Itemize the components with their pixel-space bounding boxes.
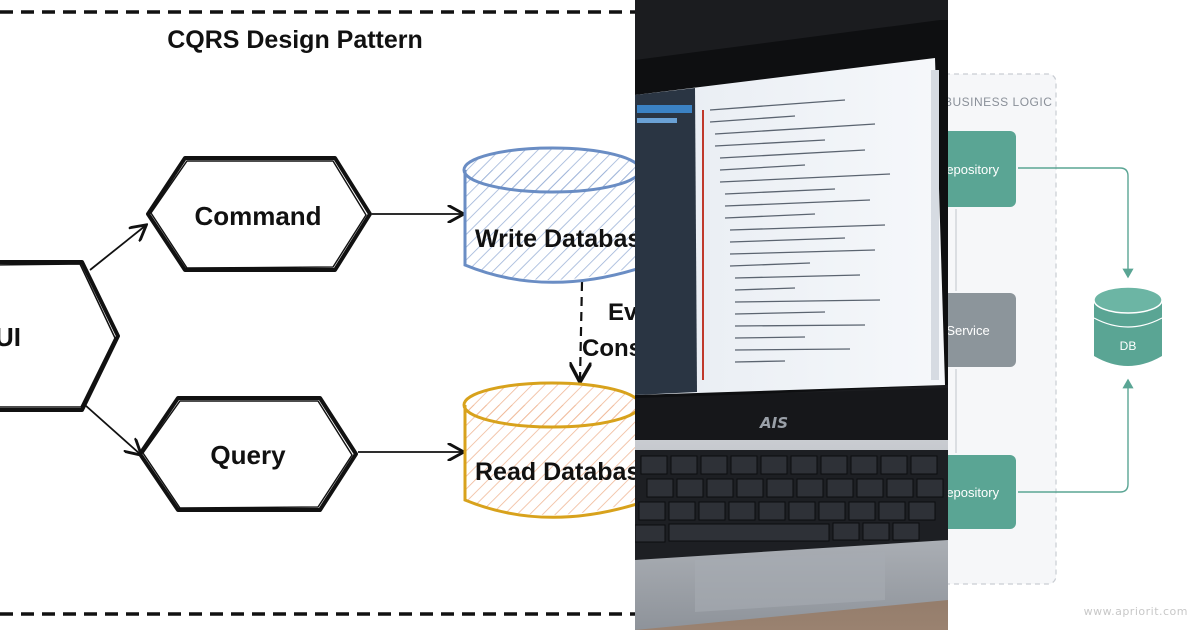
top-repository-label: Repository xyxy=(948,162,1000,177)
write-database-node: Write Database xyxy=(462,146,635,284)
touchpad xyxy=(695,552,885,612)
cqrs-diagram-panel: CQRS Design Pattern UI Command Query xyxy=(0,10,635,616)
ui-node: UI xyxy=(0,260,120,412)
db-connectors xyxy=(1018,167,1134,493)
laptop-brand-logo: AIS xyxy=(759,414,788,432)
diagram-title: CQRS Design Pattern xyxy=(167,26,423,54)
ui-label: UI xyxy=(0,322,21,352)
write-database-label: Write Database xyxy=(475,225,635,253)
sync-label: Eventual Consistency xyxy=(582,299,635,362)
query-node: Query xyxy=(138,396,358,512)
command-label: Command xyxy=(194,201,321,231)
service-label: Service xyxy=(948,323,990,338)
sync-label-line1: Eventual xyxy=(608,299,635,326)
bottom-repository-node: Repository xyxy=(948,455,1016,529)
flow-arrows xyxy=(84,214,582,454)
watermark: www.apriorit.com xyxy=(1083,605,1188,618)
business-logic-label: BUSINESS LOGIC xyxy=(948,95,1052,109)
read-database-label: Read Database xyxy=(475,458,635,486)
laptop-photo-panel: AIS xyxy=(635,0,948,630)
laptop-screen xyxy=(635,0,948,400)
architecture-diagram-panel: BUSINESS LOGIC Repository Service Reposi… xyxy=(948,0,1200,630)
db-node: DB xyxy=(1093,286,1163,366)
read-database-node: Read Database xyxy=(462,381,635,519)
laptop-bezel: AIS xyxy=(635,388,948,440)
service-node: Service xyxy=(948,293,1016,367)
db-label: DB xyxy=(1120,339,1137,353)
sync-label-line2: Consistency xyxy=(582,335,635,362)
command-node: Command xyxy=(146,156,372,272)
code-lines xyxy=(709,99,891,363)
query-label: Query xyxy=(210,440,286,470)
laptop-keyboard xyxy=(635,440,948,630)
top-repository-node: Repository xyxy=(948,131,1016,207)
bottom-repository-label: Repository xyxy=(948,485,1000,500)
dashed-frame xyxy=(0,10,635,616)
